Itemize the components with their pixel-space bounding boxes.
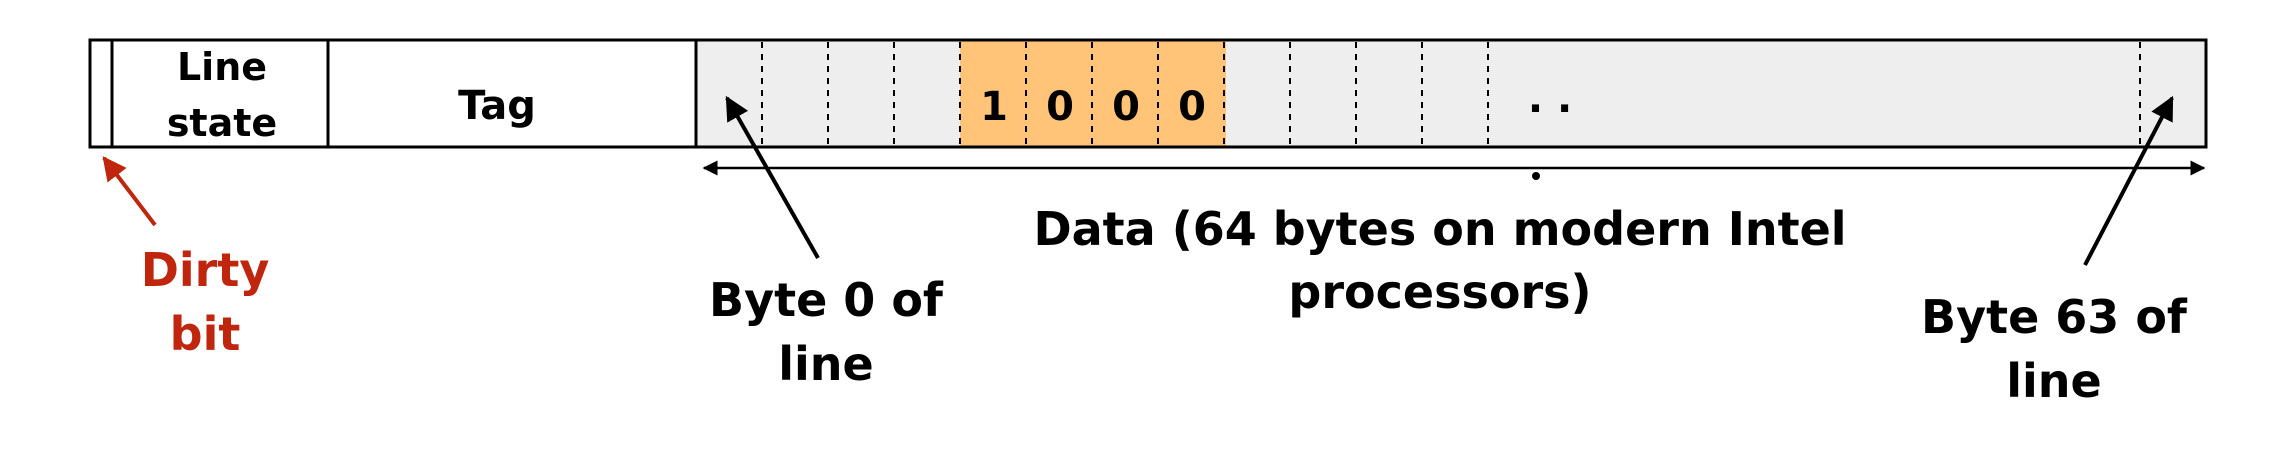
byte0-arrow xyxy=(725,95,820,259)
data-region xyxy=(694,38,2208,149)
byte-dividers xyxy=(761,42,2141,145)
byte-value: 0 xyxy=(1112,84,1140,130)
byte-value: 0 xyxy=(1046,84,1074,130)
ellipsis: . . xyxy=(1528,76,1572,122)
byte0-label-bottom: line xyxy=(778,337,873,391)
dirty-bit-label-top: Dirty xyxy=(141,243,270,297)
dirty-bit-cell xyxy=(88,38,114,149)
byte-value: 0 xyxy=(1178,84,1206,130)
data-span-dot xyxy=(1532,172,1540,180)
tag-label: Tag xyxy=(458,83,536,129)
byte63-arrow xyxy=(2083,95,2174,266)
tag-cell xyxy=(326,38,698,149)
data-label-top: Data (64 bytes on modern Intel xyxy=(1033,202,1846,256)
line-state-label-bottom: state xyxy=(167,101,277,145)
byte0-label-top: Byte 0 of xyxy=(709,273,944,327)
line-state-label-top: Line xyxy=(177,45,267,89)
byte-value: 1 xyxy=(980,84,1008,130)
dirty-bit-label-bottom: bit xyxy=(170,307,241,361)
dirty-bit-arrow xyxy=(102,156,157,227)
byte63-label-bottom: line xyxy=(2006,354,2101,408)
byte63-label-top: Byte 63 of xyxy=(1921,290,2188,344)
data-label-bottom: processors) xyxy=(1288,265,1591,319)
cache-line-outline xyxy=(88,38,2208,149)
